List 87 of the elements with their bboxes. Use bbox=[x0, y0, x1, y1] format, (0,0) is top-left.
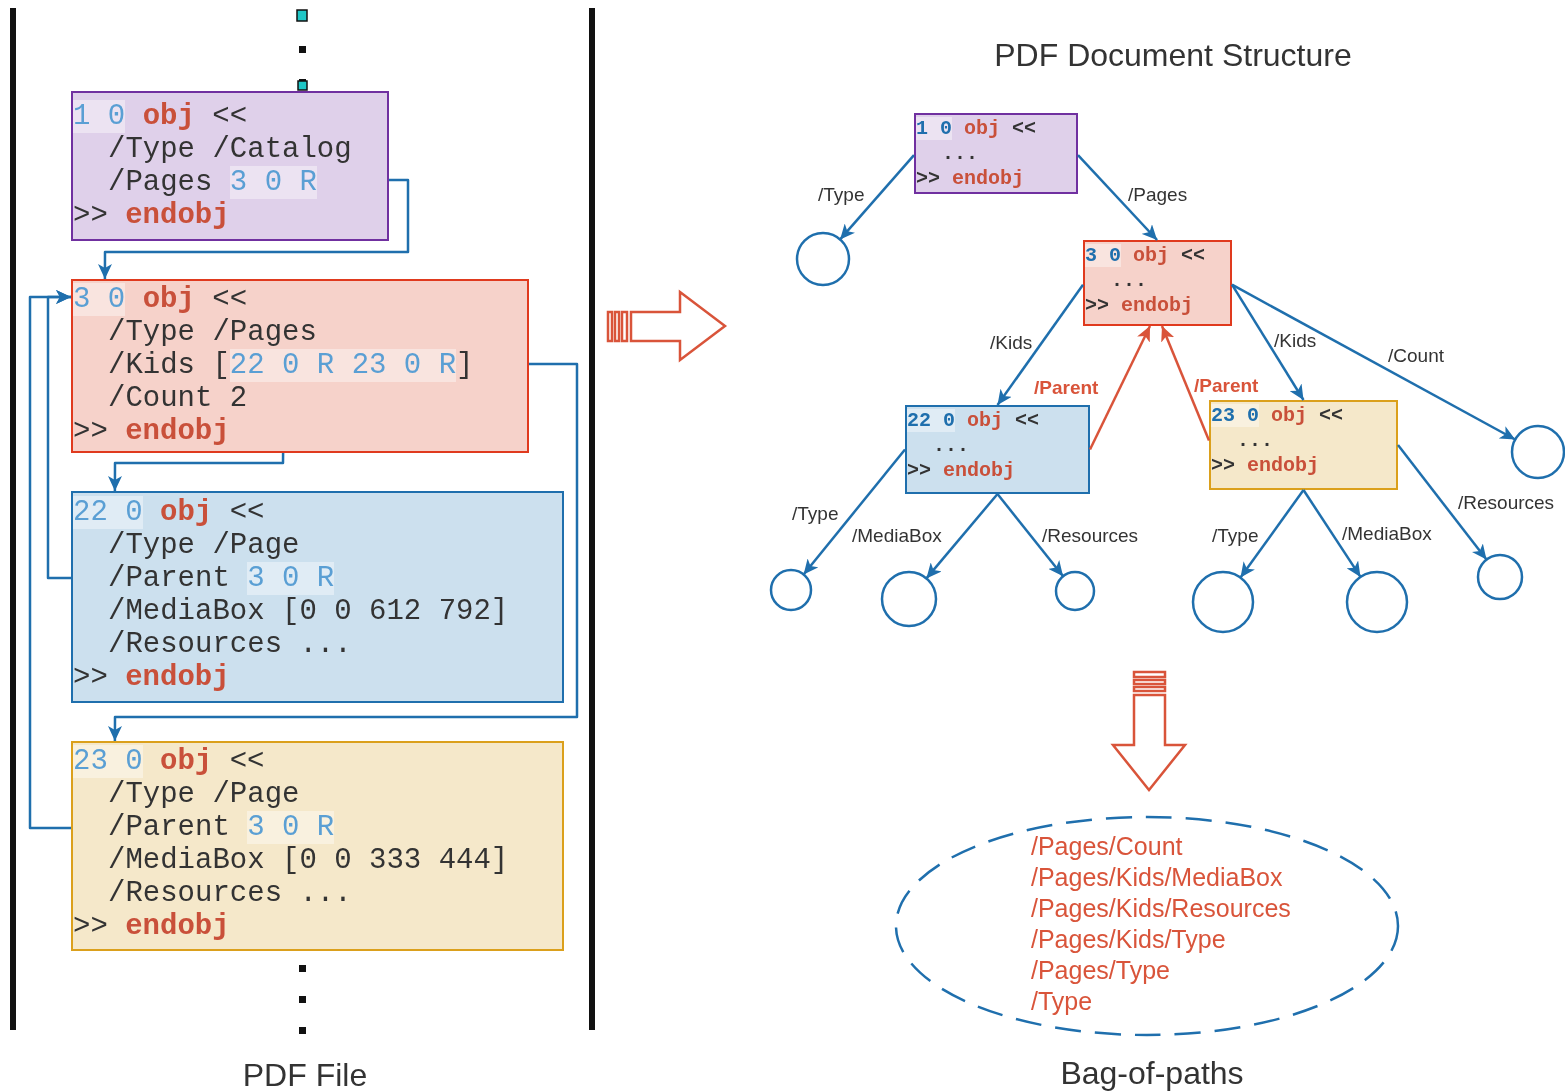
path-text: /Type bbox=[1031, 986, 1093, 1017]
code-line: /MediaBox [0 0 333 444] bbox=[107, 844, 509, 877]
edge-label: /Resources bbox=[1042, 525, 1139, 547]
tree-node-circle bbox=[795, 231, 851, 287]
code-line: /Type /Pages bbox=[107, 316, 317, 349]
pdf-object-box bbox=[71, 279, 529, 453]
tree-node-circle bbox=[880, 570, 938, 628]
code-line: 23 0 obj << bbox=[73, 745, 265, 778]
code-line: /Resources ... bbox=[107, 877, 352, 910]
code-line: /Parent 3 0 R bbox=[107, 811, 335, 844]
path-text: /Pages/Kids/MediaBox bbox=[1031, 862, 1283, 893]
arrow bbox=[1230, 284, 1305, 401]
code-line: 3 0 obj << bbox=[73, 283, 248, 316]
tree-node-circle bbox=[769, 568, 813, 612]
panel-caption: PDF File bbox=[242, 1056, 368, 1092]
arrow bbox=[107, 362, 579, 741]
edge-label: /Pages bbox=[1128, 184, 1188, 206]
code-line: >> endobj bbox=[907, 458, 1016, 483]
tree-node-circle bbox=[1191, 570, 1255, 634]
edge-label: /MediaBox bbox=[1342, 523, 1432, 545]
path-text: /Pages/Type bbox=[1031, 955, 1170, 986]
path-text: /Pages/Kids/Type bbox=[1031, 924, 1226, 955]
object-node-box bbox=[1209, 400, 1398, 490]
tree-node-circle bbox=[1476, 553, 1524, 601]
code-line: /Type /Page bbox=[107, 778, 300, 811]
code-line: >> endobj bbox=[73, 415, 230, 448]
arrow bbox=[925, 493, 999, 580]
arrow bbox=[996, 283, 1084, 406]
panel-caption: Bag-of-paths bbox=[1060, 1054, 1244, 1092]
code-line: /Pages 3 0 R bbox=[107, 166, 317, 199]
pdf-object-box bbox=[71, 741, 564, 951]
edge-label: /MediaBox bbox=[852, 525, 942, 547]
object-node-box bbox=[1083, 240, 1232, 326]
arrow bbox=[996, 493, 1065, 577]
arrow bbox=[1302, 489, 1362, 578]
code-line: >> endobj bbox=[73, 199, 230, 232]
code-line: >> endobj bbox=[73, 910, 230, 943]
code-line: ... bbox=[941, 141, 978, 166]
arrow bbox=[107, 453, 285, 491]
code-line: /Type /Catalog bbox=[107, 133, 352, 166]
path-text: /Pages/Kids/Resources bbox=[1031, 893, 1291, 924]
code-line: ... bbox=[1236, 428, 1273, 453]
code-line: 1 0 obj << bbox=[916, 116, 1037, 141]
tree-node-circle bbox=[1054, 570, 1096, 612]
code-line: ... bbox=[932, 433, 969, 458]
edge-label: /Type bbox=[792, 503, 839, 525]
panel-caption: PDF Document Structure bbox=[994, 36, 1352, 74]
object-node-box bbox=[905, 405, 1090, 494]
path-text: /Pages/Count bbox=[1031, 831, 1183, 862]
arrow bbox=[28, 289, 71, 830]
code-line: 23 0 obj << bbox=[1211, 403, 1344, 428]
edge-label: /Count bbox=[1388, 345, 1444, 367]
edge-label: /Resources bbox=[1458, 492, 1555, 514]
object-node-box bbox=[914, 113, 1078, 194]
code-line: 3 0 obj << bbox=[1085, 243, 1206, 268]
code-line: /Parent 3 0 R bbox=[107, 562, 335, 595]
code-line: ... bbox=[1110, 268, 1147, 293]
code-line: /Type /Page bbox=[107, 529, 300, 562]
code-line: >> endobj bbox=[1211, 453, 1320, 478]
code-line: /Count 2 bbox=[107, 382, 248, 415]
edge-label: /Parent bbox=[1034, 377, 1099, 399]
arrow bbox=[1160, 325, 1211, 441]
arrow bbox=[802, 448, 906, 576]
code-line: 1 0 obj << bbox=[73, 100, 248, 133]
tree-node-circle bbox=[1345, 570, 1409, 634]
arrow bbox=[1231, 283, 1516, 441]
edge-label: /Type bbox=[1212, 525, 1259, 547]
dashed-ellipse bbox=[894, 815, 1400, 1037]
arrow bbox=[839, 154, 915, 241]
arrow bbox=[1239, 489, 1305, 579]
pdf-object-box bbox=[71, 491, 564, 703]
arrow bbox=[1088, 325, 1152, 451]
arrow bbox=[1397, 444, 1488, 561]
edge-label: /Kids bbox=[990, 332, 1033, 354]
code-line: 22 0 obj << bbox=[73, 496, 265, 529]
edge-label: /Type bbox=[818, 184, 865, 206]
code-line: >> endobj bbox=[1085, 293, 1194, 318]
code-line: >> endobj bbox=[73, 661, 230, 694]
pdf-object-box bbox=[71, 91, 389, 241]
arrow bbox=[1077, 154, 1158, 241]
code-line: 22 0 obj << bbox=[907, 408, 1040, 433]
code-line: /MediaBox [0 0 612 792] bbox=[107, 595, 509, 628]
edge-label: /Kids bbox=[1274, 330, 1317, 352]
code-line: >> endobj bbox=[916, 166, 1025, 191]
edge-label: /Parent bbox=[1194, 375, 1259, 397]
code-line: /Resources ... bbox=[107, 628, 352, 661]
arrow bbox=[97, 178, 410, 279]
